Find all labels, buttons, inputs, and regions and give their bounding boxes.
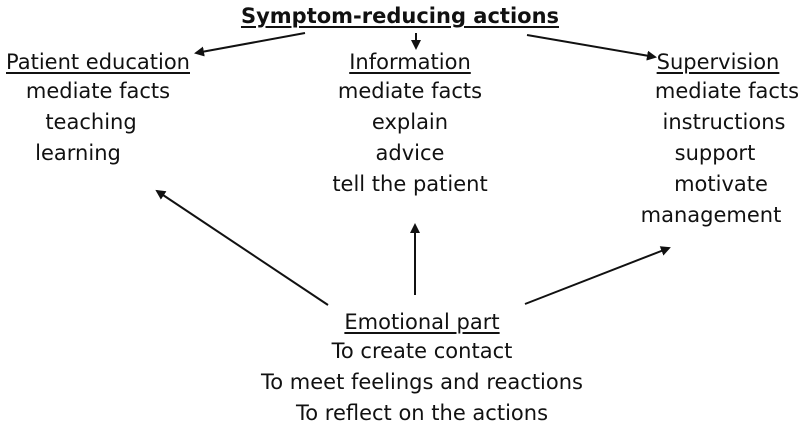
supervision-items: mediate facts instructions support motiv… bbox=[636, 76, 800, 231]
supervision-heading: Supervision bbox=[656, 50, 780, 74]
information-item: tell the patient bbox=[332, 172, 488, 196]
arrow-bottom-to-right bbox=[524, 246, 671, 305]
emotional-part-item: To meet feelings and reactions bbox=[260, 370, 583, 394]
supervision-item: instructions bbox=[662, 110, 786, 134]
information-item: explain bbox=[371, 110, 449, 134]
patient-education-node: Patient education mediate facts teaching… bbox=[0, 48, 196, 169]
supervision-item: support bbox=[674, 141, 756, 165]
arrow-top-to-left bbox=[194, 32, 306, 57]
emotional-part-node: Emotional part To create contact To meet… bbox=[250, 308, 594, 429]
patient-education-item: learning bbox=[35, 141, 121, 165]
information-node: Information mediate facts explain advice… bbox=[310, 48, 510, 200]
information-heading: Information bbox=[349, 50, 471, 74]
patient-education-items: mediate facts teaching learning bbox=[0, 76, 196, 169]
top-node: Symptom-reducing actions bbox=[200, 2, 600, 30]
top-node-title: Symptom-reducing actions bbox=[240, 4, 560, 28]
emotional-part-heading: Emotional part bbox=[344, 310, 500, 334]
arrow-top-to-right bbox=[526, 34, 657, 61]
information-item: mediate facts bbox=[337, 79, 483, 103]
patient-education-item: mediate facts bbox=[25, 79, 171, 103]
emotional-part-items: To create contact To meet feelings and r… bbox=[250, 336, 594, 429]
supervision-item: management bbox=[640, 203, 782, 227]
emotional-part-item: To create contact bbox=[331, 339, 513, 363]
supervision-item: mediate facts bbox=[654, 79, 800, 103]
supervision-item: motivate bbox=[674, 172, 768, 196]
patient-education-heading: Patient education bbox=[6, 50, 190, 74]
arrow-bottom-to-left bbox=[155, 189, 329, 306]
supervision-node: Supervision mediate facts instructions s… bbox=[636, 48, 800, 231]
emotional-part-item: To reflect on the actions bbox=[295, 401, 549, 425]
patient-education-item: teaching bbox=[45, 110, 137, 134]
information-items: mediate facts explain advice tell the pa… bbox=[310, 76, 510, 200]
information-item: advice bbox=[375, 141, 445, 165]
